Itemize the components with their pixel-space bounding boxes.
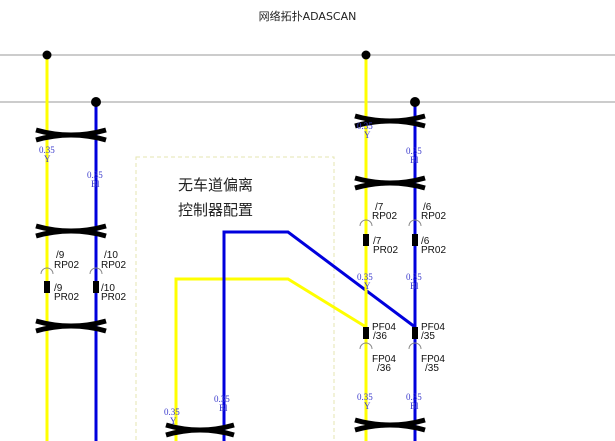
twist-marker-icon — [165, 422, 235, 438]
ecu-dashed-box — [135, 156, 335, 441]
right-yellow-mid-size: 0.35 — [357, 272, 373, 282]
left-blue-pr-pin: /10 — [101, 283, 115, 294]
twist-marker-icon — [35, 127, 107, 143]
right-yellow-mid-color: Y — [364, 281, 371, 291]
twist-marker-icon — [35, 318, 107, 334]
right-yellow-top-color: Y — [364, 130, 371, 140]
right-blue-pf-pin — [412, 327, 418, 339]
right-blue-mid-size: 0.35 — [406, 272, 422, 282]
right-blue-mid-color: Bl — [410, 281, 419, 291]
twist-marker-icon — [354, 417, 426, 433]
right-blue-rp-pin-label: /6 — [423, 202, 432, 213]
right-blue-rp-pin — [412, 234, 418, 246]
left-blue-rp-name: RP02 — [101, 260, 126, 271]
right-blue-pf-pin-label: /35 — [421, 331, 435, 342]
right-yellow-fp-name: FP04 — [372, 354, 396, 365]
ecu-yellow-size: 0.35 — [164, 407, 180, 417]
ecu-blue-wire — [222, 230, 416, 441]
left-yellow-socket — [40, 267, 54, 275]
right-yellow-top-size: 0.35 — [357, 121, 373, 131]
right-blue-pr-pin-label: /6 — [421, 236, 430, 247]
ecu-blue-color: Bl — [219, 403, 228, 413]
right-yellow-bus-node — [361, 50, 371, 60]
right-blue-top-color: Bl — [410, 155, 419, 165]
right-yellow-pr-pin-label: /7 — [373, 236, 382, 247]
right-yellow-bot-size: 0.35 — [357, 392, 373, 402]
right-yellow-pf-pin-label: /36 — [373, 331, 387, 342]
right-yellow-bot-color: Y — [364, 401, 371, 411]
right-yellow-fp-pin-label: /36 — [377, 363, 391, 374]
ecu-yellow-wire — [174, 277, 367, 441]
right-yellow-pf-name: PF04 — [372, 322, 396, 333]
left-yellow-rp-name: RP02 — [54, 260, 79, 271]
right-yellow-rp-socket — [359, 219, 373, 227]
right-blue-rp-socket — [408, 219, 422, 227]
right-blue-bot-size: 0.35 — [406, 392, 422, 402]
diagram-title: 网络拓扑ADASCAN — [258, 10, 357, 23]
right-yellow-rp-pin-label: /7 — [375, 202, 384, 213]
right-blue-rp-name: RP02 — [421, 211, 446, 222]
ecu-yellow-color: Y — [170, 416, 177, 426]
left-blue-color: Bl — [91, 179, 100, 189]
twist-marker-icon — [354, 113, 426, 129]
right-yellow-rp-name: RP02 — [372, 211, 397, 222]
left-blue-pin — [93, 281, 99, 293]
left-blue-bus-node — [91, 97, 101, 107]
ecu-label-line1: 无车道偏离 — [178, 176, 253, 194]
right-yellow-pf-pin — [363, 327, 369, 339]
twist-marker-icon — [35, 223, 107, 239]
left-yellow-rp-pin: /9 — [56, 250, 65, 261]
right-blue-top-size: 0.35 — [406, 146, 422, 156]
right-blue-fp-socket — [408, 342, 422, 350]
right-blue-fp-name: FP04 — [421, 354, 445, 365]
ecu-blue-size: 0.35 — [214, 394, 230, 404]
right-blue-pf-name: PF04 — [421, 322, 445, 333]
left-yellow-color: Y — [44, 154, 51, 164]
right-blue-pr-name: PR02 — [421, 245, 446, 256]
left-yellow-pr-pin: /9 — [54, 283, 63, 294]
twist-marker-icon — [354, 175, 426, 191]
right-yellow-rp-pin — [363, 234, 369, 246]
left-blue-size: 0.35 — [87, 170, 103, 180]
left-blue-rp-pin: /10 — [104, 250, 118, 261]
right-blue-bus-node — [410, 97, 420, 107]
left-blue-pr-name: PR02 — [101, 292, 126, 303]
left-yellow-pin — [44, 281, 50, 293]
right-yellow-fp-socket — [359, 342, 373, 350]
left-yellow-bus-node — [42, 50, 52, 60]
right-yellow-pr-name: PR02 — [373, 245, 398, 256]
right-blue-fp-pin-label: /35 — [425, 363, 439, 374]
left-yellow-size: 0.35 — [39, 145, 55, 155]
ecu-label-line2: 控制器配置 — [178, 201, 253, 219]
left-blue-socket — [89, 267, 103, 275]
right-blue-bot-color: Bl — [410, 401, 419, 411]
left-yellow-pr-name: PR02 — [54, 292, 79, 303]
